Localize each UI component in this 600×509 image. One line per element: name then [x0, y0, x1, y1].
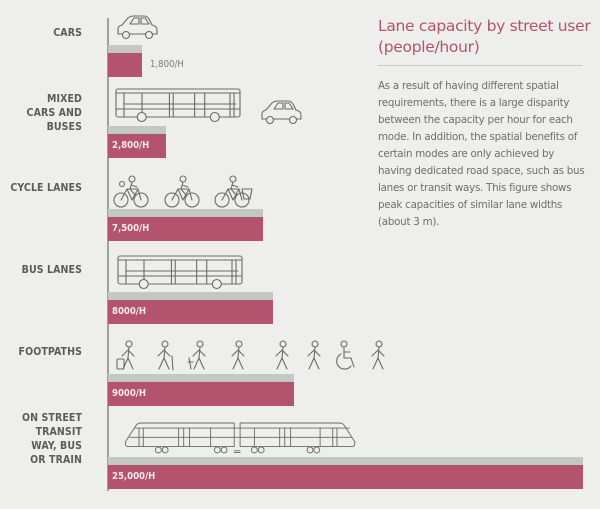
value-label: 9000/H [112, 388, 147, 399]
chart-title: Lane capacity by street user (people/hou… [378, 17, 591, 56]
category-label: ON STREET TRANSIT WAY, BUS OR TRAIN [22, 412, 82, 466]
category-label: FOOTPATHS [18, 346, 82, 358]
cyclist-with-child-icon [113, 175, 149, 208]
bar-shadow [108, 292, 273, 300]
bar [108, 53, 142, 77]
bar-shadow [108, 374, 294, 382]
value-label: 25,000/H [112, 471, 156, 482]
girl-walking-icon [275, 340, 289, 370]
title-divider [378, 65, 582, 66]
value-label: 1,800/H [150, 59, 184, 70]
category-label: CARS [53, 27, 82, 39]
bar-shadow [108, 457, 583, 465]
bar [108, 382, 294, 406]
value-label: 2,800/H [112, 140, 150, 151]
tram-icon [124, 422, 356, 454]
parent-with-child-icon [187, 340, 206, 370]
bar [108, 300, 273, 324]
elderly-with-cane-icon [157, 340, 174, 371]
category-label: CYCLE LANES [10, 182, 82, 194]
bus-icon [117, 255, 243, 290]
bar [108, 134, 166, 158]
bus-icon [115, 88, 241, 123]
car-icon [117, 15, 158, 40]
value-label: 7,500/H [112, 223, 150, 234]
bar-shadow [108, 45, 142, 53]
category-label: MIXED CARS AND BUSES [26, 93, 82, 133]
bar-shadow [108, 126, 166, 134]
chart-description: As a result of having different spatial … [378, 80, 585, 228]
bar-shadow [108, 209, 263, 217]
wheelchair-icon [336, 340, 355, 370]
walker-icon [307, 340, 321, 370]
cargo-bike-icon [214, 175, 253, 208]
vertical-axis-line [107, 18, 109, 491]
pedestrian-with-luggage-icon [116, 340, 135, 370]
bar [108, 217, 263, 241]
runner-icon [231, 340, 245, 370]
child-scooter-icon [371, 340, 385, 370]
value-label: 8000/H [112, 306, 147, 317]
cyclist-icon [164, 175, 200, 208]
car-icon [261, 100, 302, 125]
bar [108, 465, 583, 489]
category-label: BUS LANES [21, 264, 82, 276]
